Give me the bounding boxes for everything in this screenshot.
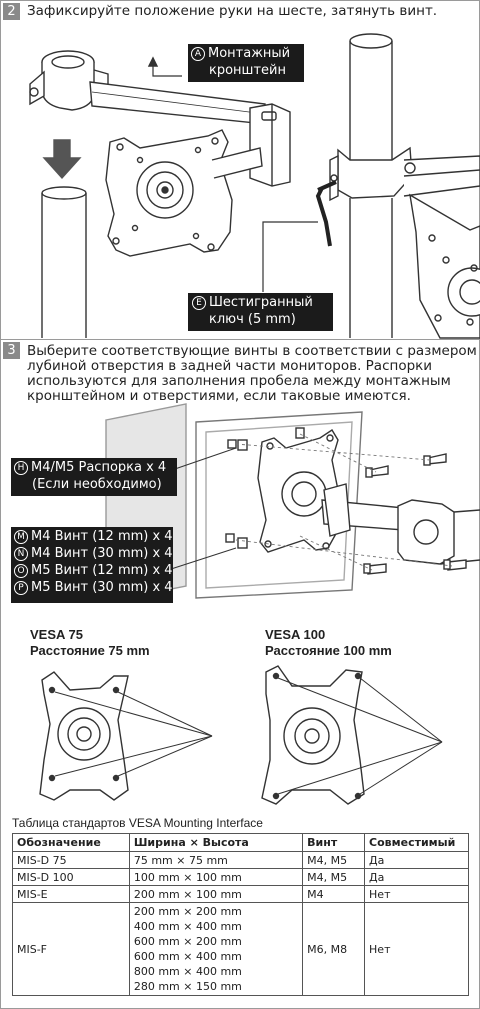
- step-3-line-1: Выберите соответствующие винты в соответ…: [27, 343, 480, 359]
- screw-label: M5 Винт (12 mm) x 4: [31, 563, 173, 578]
- cell-size: 400 mm × 400 mm: [133, 920, 242, 933]
- label-h-line-1: M4/M5 Распорка x 4: [31, 460, 167, 475]
- cell-name: MIS-D 75: [12, 851, 130, 869]
- step-3-line-4: кронштейном и отверстиями, если таковые …: [27, 388, 411, 404]
- vesa-standards-table: Обозначение Ширина × Высота Винт Совмест…: [12, 833, 469, 996]
- letter-o-badge: O: [14, 564, 28, 578]
- table-row: MIS-F 200 mm × 200 mm 400 mm × 400 mm 60…: [12, 902, 469, 996]
- pole-left: [41, 186, 87, 338]
- table-header-row: Обозначение Ширина × Высота Винт Совмест…: [12, 833, 469, 852]
- step-2-instruction: Зафиксируйте положение руки на шесте, за…: [27, 3, 438, 19]
- vesa-75-diagram: [39, 671, 213, 801]
- label-a-line-2: кронштейн: [209, 63, 286, 78]
- cell-screw: M6, M8: [302, 902, 366, 996]
- step-3-line-2: лубиной отверстия в задней части монитор…: [27, 358, 433, 374]
- letter-n-badge: N: [14, 547, 28, 561]
- vesa-100-subtitle: Расстояние 100 mm: [265, 643, 392, 658]
- mounting-bracket-illustration: [29, 50, 291, 257]
- cell-name: MIS-F: [12, 902, 130, 996]
- cell-compatible: Да: [364, 851, 469, 869]
- cell-screw: M4, M5: [302, 868, 366, 886]
- cell-name: MIS-D 100: [12, 868, 130, 886]
- vesa-100-heading: VESA 100 Расстояние 100 mm: [265, 627, 392, 659]
- cell-screw: M4, M5: [302, 851, 366, 869]
- vesa-75-subtitle: Расстояние 75 mm: [30, 643, 150, 658]
- label-a-line-1: Монтажный: [208, 46, 291, 61]
- screw-label: M4 Винт (30 mm) x 4: [31, 546, 173, 561]
- exploded-view-illustration: [105, 403, 480, 603]
- cell-compatible: Нет: [364, 902, 469, 996]
- cell-size: 100 mm × 100 mm: [128, 868, 304, 886]
- step-number-2: 2: [3, 3, 20, 20]
- down-arrow-icon: [42, 139, 82, 180]
- cell-size: 280 mm × 150 mm: [133, 980, 242, 993]
- column-header: Обозначение: [12, 833, 130, 852]
- cell-size: 200 mm × 200 mm: [133, 905, 242, 918]
- cell-size: 600 mm × 200 mm: [133, 935, 242, 948]
- cell-size-list: 200 mm × 200 mm 400 mm × 400 mm 600 mm ×…: [128, 902, 304, 996]
- table-row: MIS-E 200 mm × 100 mm M4 Нет: [12, 885, 469, 903]
- table-row: MIS-D 75 75 mm × 75 mm M4, M5 Да: [12, 851, 469, 869]
- column-header: Ширина × Высота: [128, 833, 304, 852]
- cell-name: MIS-E: [12, 885, 130, 903]
- screw-label: M5 Винт (30 mm) x 4: [31, 580, 173, 595]
- letter-m-badge: M: [14, 530, 28, 544]
- cell-size: 200 mm × 100 mm: [128, 885, 304, 903]
- letter-e-badge: E: [192, 296, 206, 310]
- letter-a-badge: A: [191, 47, 205, 61]
- cell-compatible: Нет: [364, 885, 469, 903]
- cell-screw: M4: [302, 885, 366, 903]
- vesa-100-diagram: [261, 665, 443, 805]
- letter-h-badge: H: [14, 461, 28, 475]
- letter-p-badge: P: [14, 581, 28, 595]
- vesa-75-title: VESA 75: [30, 627, 83, 642]
- step-3-instruction: Выберите соответствующие винты в соответ…: [27, 343, 480, 404]
- label-e-line-2: ключ (5 mm): [209, 312, 296, 327]
- column-header: Совместимый: [364, 833, 469, 852]
- cell-size: 600 mm × 400 mm: [133, 950, 242, 963]
- step-number-3: 3: [3, 342, 20, 359]
- column-header: Винт: [302, 833, 366, 852]
- label-e-line-1: Шестигранный: [209, 295, 313, 310]
- table-row: MIS-D 100 100 mm × 100 mm M4, M5 Да: [12, 868, 469, 886]
- step-3-line-3: используются для заполнения пробела межд…: [27, 373, 451, 389]
- cell-compatible: Да: [364, 868, 469, 886]
- mounted-bracket-illustration: [315, 33, 480, 339]
- cell-size: 800 mm × 400 mm: [133, 965, 242, 978]
- cell-size: 75 mm × 75 mm: [128, 851, 304, 869]
- table-caption: Таблица стандартов VESA Mounting Interfa…: [12, 816, 263, 830]
- label-h-line-2: (Если необходимо): [32, 477, 162, 492]
- screw-label: M4 Винт (12 mm) x 4: [31, 529, 173, 544]
- step-divider: [0, 339, 480, 340]
- vesa-75-heading: VESA 75 Расстояние 75 mm: [30, 627, 150, 659]
- vesa-100-title: VESA 100: [265, 627, 326, 642]
